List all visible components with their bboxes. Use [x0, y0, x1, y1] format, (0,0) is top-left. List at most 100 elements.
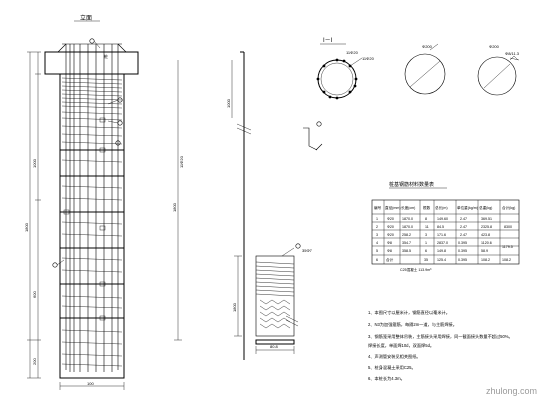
table-row: 2 Φ20 1870.0 11 84.5 2.47 2325.8: [376, 225, 492, 229]
bar2-side-label: 11Φ20: [179, 155, 184, 168]
table-row: 1 Φ20 1870.0 8 149.60 2.47 369.51 8300: [376, 217, 512, 229]
spiral-dim: 1800: [232, 302, 237, 312]
table-cell: 149.60: [437, 217, 448, 221]
table-header-cell: 合计(kg): [502, 205, 515, 210]
table-cell: 171.6: [437, 233, 446, 237]
circle-dim-a: Φ200: [422, 44, 433, 49]
table-cell: 423.8: [481, 233, 490, 237]
section-title: I－I: [323, 38, 333, 44]
table-cell: 1: [425, 241, 427, 245]
section-ring: [316, 57, 363, 100]
table-cell: 合计: [386, 257, 394, 262]
spiral-detail: [234, 243, 301, 354]
table-cell: 2325.8: [481, 225, 492, 229]
table-row: 6 合计 35 125.4 0.395 108.2 108.2: [376, 257, 511, 262]
left-dimension: [27, 51, 41, 379]
table-cell: 369.51: [481, 217, 492, 221]
pile-cap: [44, 51, 139, 75]
circle-detail-b: [477, 55, 520, 96]
bar-markers: [63, 117, 106, 321]
bar2-dim: 1000: [226, 98, 231, 108]
stiffening-rings: [60, 149, 124, 319]
table-title: 桩基钢筋材料数量表: [389, 181, 434, 188]
table-cell: 358.5: [402, 249, 411, 253]
table-cell: 149.8: [437, 249, 446, 253]
side-label-1: 1000: [32, 158, 37, 168]
circle-dim-b: Φ200: [489, 44, 500, 49]
table-cell: 0.395: [458, 241, 467, 245]
table-cell: 3: [425, 233, 427, 237]
table-cell: 0.395: [458, 258, 467, 262]
table-cell: Φ8: [387, 249, 392, 253]
table-cell: 2.47: [460, 217, 467, 221]
table-cell: 4: [376, 241, 378, 245]
table-header-cell: 单位重(kg/m): [457, 205, 478, 210]
table-cell: Φ8: [387, 241, 392, 245]
ring-label: 11Φ20: [362, 56, 375, 61]
note-item: 4、声测管安装见相关图纸。: [368, 353, 421, 360]
table-cell: 6: [376, 258, 378, 262]
table-cell: Φ20: [387, 225, 394, 229]
table-cell: 5: [376, 249, 378, 253]
flared-bars: [57, 43, 127, 53]
callouts: [52, 38, 123, 268]
note-item: 6、本桩长为4.3m。: [368, 375, 405, 382]
note-item: 焊接长度，单面焊10d，双面焊5d。: [368, 342, 434, 349]
table-cell: 108.2: [481, 258, 490, 262]
note-item: 2、N3为加强箍筋，每隔2m一道，与主筋焊接。: [368, 321, 457, 328]
side-label-3: 600: [32, 291, 37, 298]
table-cell: 8: [425, 217, 427, 221]
bar2-vertical-dim: 1800: [172, 202, 177, 212]
table-cell: 1: [376, 217, 378, 221]
note-item: 3、钢筋笼采用整体吊装，主筋接头采用焊接，同一截面接头数量不超过50%。: [368, 333, 513, 340]
spiral-bottom-dim: 80.8: [270, 344, 279, 349]
materials-table: [371, 199, 520, 265]
table-header-cell: 直径(mm): [385, 205, 401, 210]
table-row: 3 Φ20 258.2 3 171.6 2.47 423.8: [376, 233, 490, 237]
main-bars: [65, 44, 119, 372]
table-header-cell: 编号: [374, 205, 382, 210]
table-cell: 84.5: [437, 225, 444, 229]
table-cell: Φ20: [387, 217, 394, 221]
table-row: 5 Φ8 358.5 6 149.8 0.395 58.9: [376, 249, 488, 253]
table-cell: 1120.6: [481, 241, 492, 245]
table-cell: 354.7: [402, 241, 411, 245]
table-cell: 6: [425, 249, 427, 253]
side-label-4: 200: [32, 358, 37, 365]
pile-body: [59, 73, 125, 379]
table-row: 4 Φ8 354.7 1 2837.0 0.395 1120.6 1179.5: [376, 241, 513, 249]
table-cell: 2.47: [460, 225, 467, 229]
table-cell: 125.4: [437, 258, 446, 262]
spiral-label: 35Φ7: [302, 248, 313, 253]
side-label-2: 1800: [24, 222, 29, 232]
table-cell: 1870.0: [402, 217, 413, 221]
table-cell: 0.395: [458, 249, 467, 253]
table-cell: 2.47: [460, 233, 467, 237]
elevation-title: 立面: [80, 14, 92, 22]
table-cell: Φ20: [387, 233, 394, 237]
bottom-dim: 100: [87, 381, 94, 386]
spiral-hoops-mid: [61, 159, 123, 367]
table-header-cell: 根数: [423, 205, 431, 210]
table-cell: 108.2: [502, 258, 511, 262]
table-cell: 258.2: [402, 233, 411, 237]
watermark: zhulong.com: [486, 386, 537, 396]
notes: 1、本图尺寸以厘米计，钢筋直径以毫米计。 2、N3为加强箍筋，每隔2m一道，与主…: [368, 309, 513, 382]
hook-detail: [303, 121, 323, 151]
table-header-cell: 总长(m): [435, 205, 448, 210]
table-cell: 8300: [504, 225, 512, 229]
table-header: 编号 直径(mm) 长度(cm) 根数 总长(m) 单位重(kg/m) 总重(k…: [374, 205, 515, 210]
spiral-hoops-top: [61, 77, 123, 145]
table-cell: 1179.5: [502, 245, 513, 249]
table-cell: 35: [424, 258, 428, 262]
table-cell: 58.9: [481, 249, 488, 253]
table-cell: 2: [376, 225, 378, 229]
table-header-cell: 长度(cm): [401, 205, 415, 210]
cap-label: 桩: [104, 53, 108, 59]
section-ring-label: 11Φ20: [346, 50, 359, 55]
table-footer: C25混凝土 113.9m³: [400, 267, 432, 272]
note-ref: Φ8/11.3: [505, 51, 520, 56]
table-cell: 11: [425, 225, 429, 229]
